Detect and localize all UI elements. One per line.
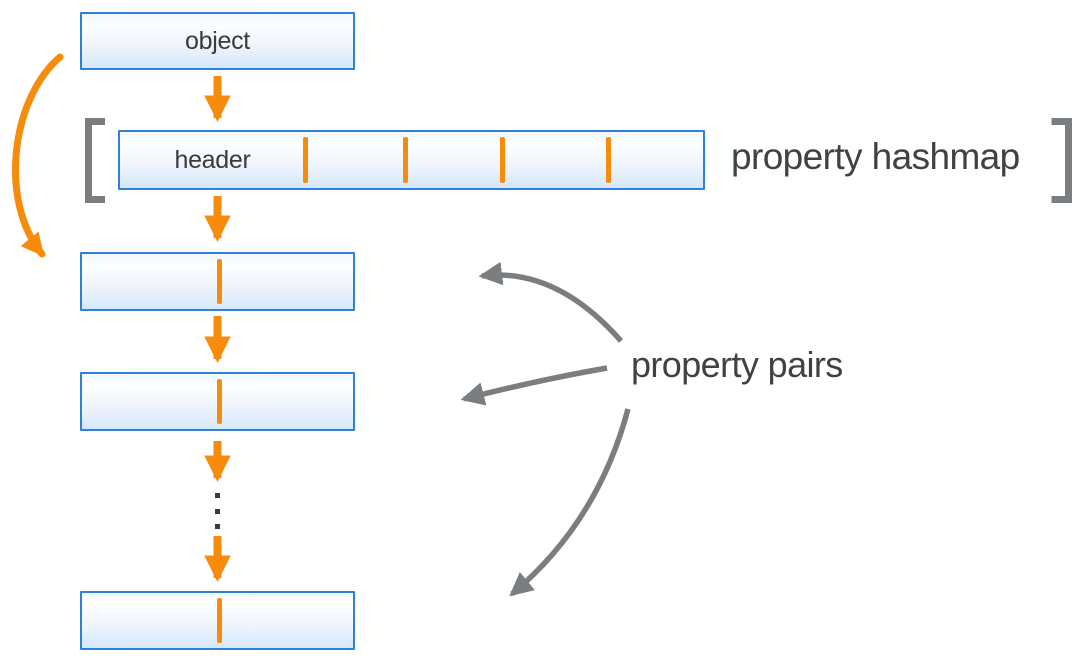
property-pair-node-3 [80, 591, 355, 650]
hashmap-right-bracket-icon [1051, 118, 1072, 203]
vertical-ellipsis-icon [215, 493, 220, 498]
hashmap-slot-divider [606, 137, 611, 183]
property-pair-node-2 [80, 372, 355, 431]
pair-divider [217, 259, 222, 304]
pairs-pointer-arrow-middle-icon [460, 365, 608, 406]
hashmap-node: header [118, 130, 705, 190]
property-pair-node-1 [80, 252, 355, 311]
pairs-caption: property pairs [631, 344, 843, 385]
hashmap-slot-divider [500, 137, 505, 183]
object-node: object [80, 12, 355, 70]
hashmap-slot-divider [403, 137, 408, 183]
pairs-pointer-arrow-top-icon [478, 261, 624, 343]
hashmap-header-cell-label: header [174, 145, 251, 174]
object-to-first-pair-curved-arrow-icon [12, 53, 64, 258]
pair-divider [217, 598, 222, 643]
pair-divider [217, 379, 222, 424]
object-node-label: object [185, 26, 250, 55]
hashmap-slot-divider [303, 137, 308, 183]
pairs-pointer-arrow-bottom-icon [509, 408, 631, 597]
hashmap-caption: property hashmap [731, 136, 1020, 177]
hashmap-left-bracket-icon [85, 118, 105, 203]
